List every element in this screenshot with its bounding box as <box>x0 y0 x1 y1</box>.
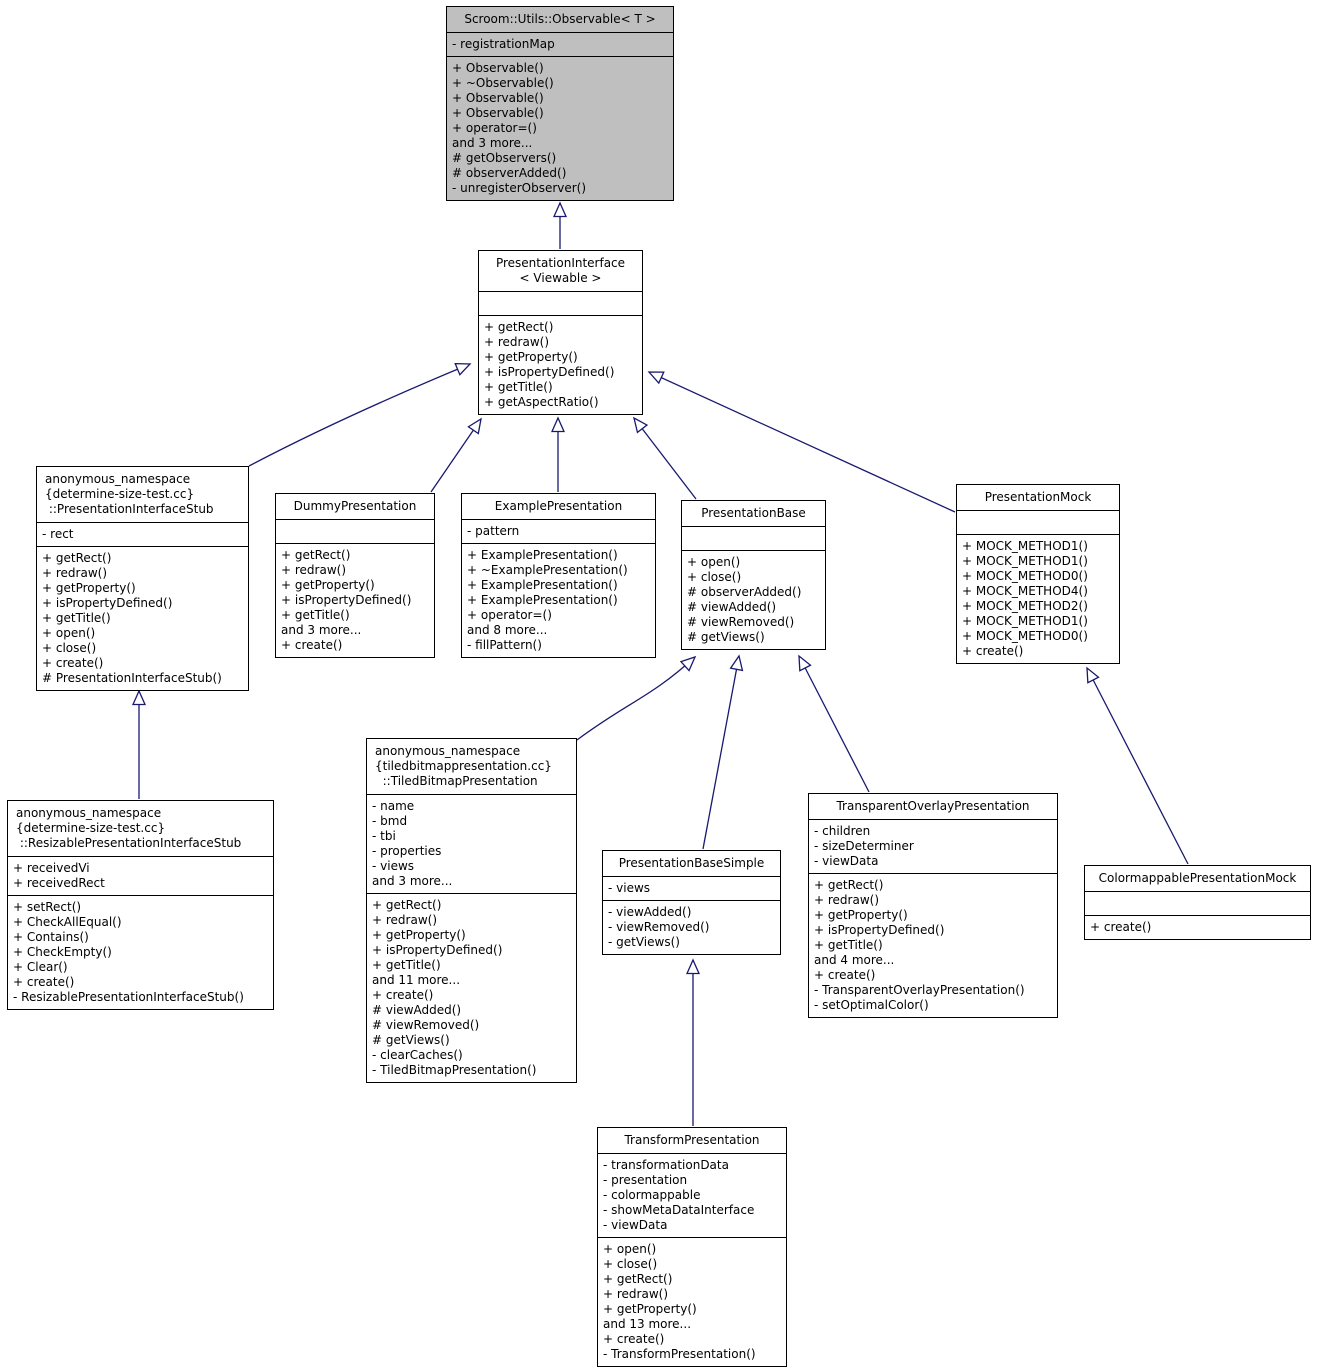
class-methods: + MOCK_METHOD1() + MOCK_METHOD1() + MOCK… <box>957 534 1119 663</box>
class-title: ColormappablePresentationMock <box>1098 871 1297 885</box>
class-node-presentation-interface-stub[interactable]: anonymous_namespace {determine-size-test… <box>36 466 249 691</box>
class-title: TransformPresentation <box>624 1133 760 1147</box>
class-fields: - pattern <box>462 519 655 543</box>
class-fields <box>479 291 642 315</box>
class-methods: + Observable() + ~Observable() + Observa… <box>447 56 673 200</box>
class-title: DummyPresentation <box>293 499 417 513</box>
class-methods: + getRect() + redraw() + getProperty() +… <box>479 315 642 414</box>
class-title: PresentationMock <box>984 490 1092 504</box>
class-node-colormappable-presentation-mock[interactable]: ColormappablePresentationMock + create() <box>1084 865 1311 940</box>
class-title: ExamplePresentation <box>494 499 623 513</box>
class-node-transparent-overlay-presentation[interactable]: TransparentOverlayPresentation - childre… <box>808 793 1058 1018</box>
class-node-observable[interactable]: Scroom::Utils::Observable< T > - registr… <box>446 6 674 201</box>
class-title: anonymous_namespace {determine-size-test… <box>16 806 242 850</box>
class-title: PresentationBaseSimple <box>618 856 765 870</box>
class-methods: + setRect() + CheckAllEqual() + Contains… <box>8 895 273 1009</box>
class-methods: + getRect() + redraw() + getProperty() +… <box>276 543 434 657</box>
class-node-tiled-bitmap-presentation[interactable]: anonymous_namespace {tiledbitmappresenta… <box>366 738 577 1083</box>
class-fields <box>1085 891 1310 915</box>
class-fields: + receivedVi + receivedRect <box>8 856 273 895</box>
class-title: PresentationInterface < Viewable > <box>495 256 626 285</box>
class-methods: + ExamplePresentation() + ~ExamplePresen… <box>462 543 655 657</box>
class-node-presentation-mock[interactable]: PresentationMock + MOCK_METHOD1() + MOCK… <box>956 484 1120 664</box>
class-fields: - views <box>603 876 780 900</box>
class-node-presentation-base-simple[interactable]: PresentationBaseSimple - views - viewAdd… <box>602 850 781 955</box>
class-node-example-presentation[interactable]: ExamplePresentation - pattern + ExampleP… <box>461 493 656 658</box>
class-methods: + getRect() + redraw() + getProperty() +… <box>367 893 576 1082</box>
class-fields: - rect <box>37 522 248 546</box>
class-methods: + open() + close() + getRect() + redraw(… <box>598 1237 786 1366</box>
class-methods: + create() <box>1085 915 1310 939</box>
edge-transparentoverlay-to-presentationbase <box>798 654 870 793</box>
class-fields <box>957 510 1119 534</box>
class-node-resizable-presentation-interface-stub[interactable]: anonymous_namespace {determine-size-test… <box>7 800 274 1010</box>
class-title: Scroom::Utils::Observable< T > <box>464 12 656 26</box>
class-fields: - registrationMap <box>447 32 673 56</box>
class-fields: - children - sizeDeterminer - viewData <box>809 819 1057 873</box>
edge-presentationinterfacestub-to-presentationinterface <box>248 362 472 467</box>
edge-tiledbitmappresentation-to-presentationbase <box>576 655 697 741</box>
class-title: anonymous_namespace {tiledbitmappresenta… <box>375 744 552 788</box>
edge-dummypresentation-to-presentationinterface <box>430 417 482 493</box>
class-methods: + getRect() + redraw() + getProperty() +… <box>37 546 248 690</box>
class-fields <box>276 519 434 543</box>
class-node-dummy-presentation[interactable]: DummyPresentation + getRect() + redraw()… <box>275 493 435 658</box>
edge-presentationbase-to-presentationinterface <box>633 416 697 500</box>
class-node-presentation-interface[interactable]: PresentationInterface < Viewable > + get… <box>478 250 643 415</box>
edge-colormappablemock-to-presentationmock <box>1086 666 1189 865</box>
edge-presentationbasesimple-to-presentationbase <box>702 654 744 850</box>
edge-presentationmock-to-presentationinterface <box>647 371 956 513</box>
class-methods: - viewAdded() - viewRemoved() - getViews… <box>603 900 780 954</box>
class-node-presentation-base[interactable]: PresentationBase + open() + close() # ob… <box>681 500 826 650</box>
class-fields <box>682 526 825 550</box>
class-fields: - transformationData - presentation - co… <box>598 1153 786 1237</box>
class-fields: - name - bmd - tbi - properties - views … <box>367 794 576 893</box>
class-methods: + open() + close() # observerAdded() # v… <box>682 550 825 649</box>
class-node-transform-presentation[interactable]: TransformPresentation - transformationDa… <box>597 1127 787 1367</box>
class-title: TransparentOverlayPresentation <box>836 799 1030 813</box>
class-methods: + getRect() + redraw() + getProperty() +… <box>809 873 1057 1017</box>
class-title: anonymous_namespace {determine-size-test… <box>45 472 214 516</box>
class-title: PresentationBase <box>701 506 806 520</box>
